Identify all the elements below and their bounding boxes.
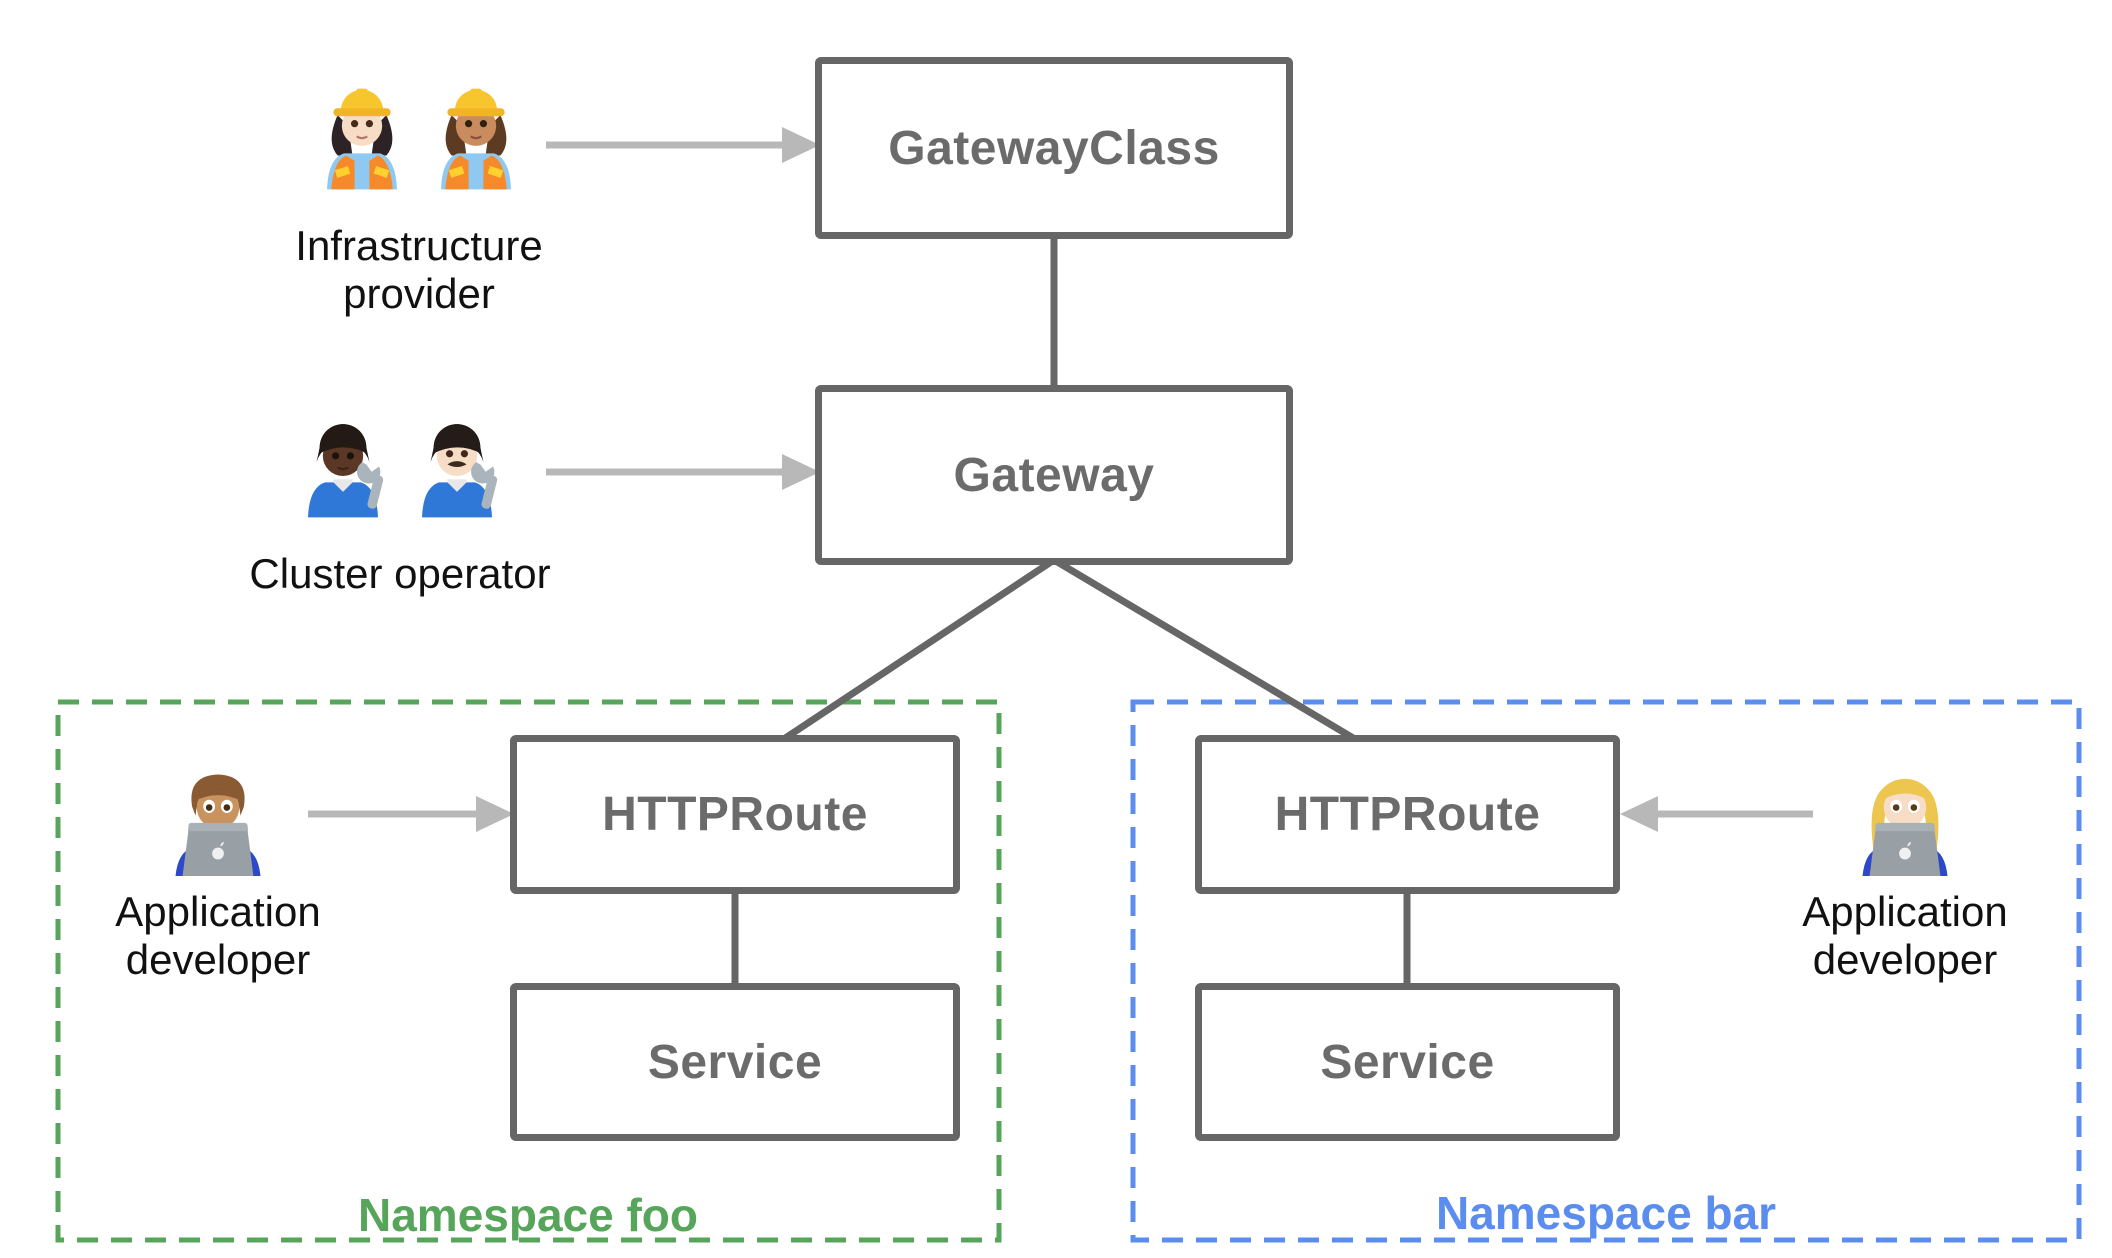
node-gateway: Gateway <box>815 385 1293 565</box>
node-service-bar-label: Service <box>1320 1035 1495 1089</box>
persona-infrastructure-provider: Infrastructure provider <box>254 70 584 318</box>
node-httproute-foo: HTTPRoute <box>510 735 960 894</box>
node-gateway-label: Gateway <box>953 448 1155 502</box>
arrow-app-developer-to-httproute-foo <box>308 796 514 832</box>
namespace-foo-label: Namespace foo <box>357 1189 698 1241</box>
persona-cluster-operator: Cluster operator <box>240 398 560 598</box>
person-mechanic-dark-emoji <box>308 424 384 518</box>
woman-construction-worker-medium-emoji <box>441 88 511 190</box>
man-technologist-emoji <box>175 774 261 876</box>
namespace-foo-dashed-border <box>55 699 1002 1243</box>
node-httproute-bar-label: HTTPRoute <box>1274 788 1541 841</box>
arrow-app-developer-to-httproute-bar <box>1620 796 1813 832</box>
node-httproute-foo-label: HTTPRoute <box>602 788 868 841</box>
cluster-operator-icons <box>290 398 510 518</box>
application-developer-foo-icons <box>159 752 277 876</box>
man-mechanic-light-emoji <box>422 424 498 518</box>
node-service-foo-label: Service <box>647 1035 823 1089</box>
application-developer-bar-label: Application developer <box>1802 888 2008 983</box>
namespace-bar-dashed-border <box>1130 699 2082 1243</box>
woman-technologist-emoji <box>1862 778 1948 876</box>
node-service-foo: Service <box>510 983 960 1141</box>
arrow-infrastructure-provider-to-gatewayclass <box>546 127 820 163</box>
persona-application-developer-foo: Application developer <box>58 752 378 984</box>
persona-application-developer-bar: Application developer <box>1745 752 2065 984</box>
node-gateway-class-label: GatewayClass <box>888 121 1220 175</box>
infrastructure-provider-label: Infrastructure provider <box>295 222 543 317</box>
application-developer-bar-icons <box>1846 752 1964 876</box>
node-httproute-bar: HTTPRoute <box>1195 735 1620 894</box>
node-service-bar: Service <box>1195 983 1620 1141</box>
infrastructure-provider-icons <box>309 70 529 190</box>
woman-construction-worker-light-emoji <box>327 88 397 190</box>
cluster-operator-label: Cluster operator <box>249 550 551 597</box>
namespace-bar-label: Namespace bar <box>1435 1187 1777 1239</box>
arrow-cluster-operator-to-gateway <box>546 454 820 490</box>
application-developer-foo-label: Application developer <box>115 888 321 983</box>
node-gateway-class: GatewayClass <box>815 57 1293 239</box>
